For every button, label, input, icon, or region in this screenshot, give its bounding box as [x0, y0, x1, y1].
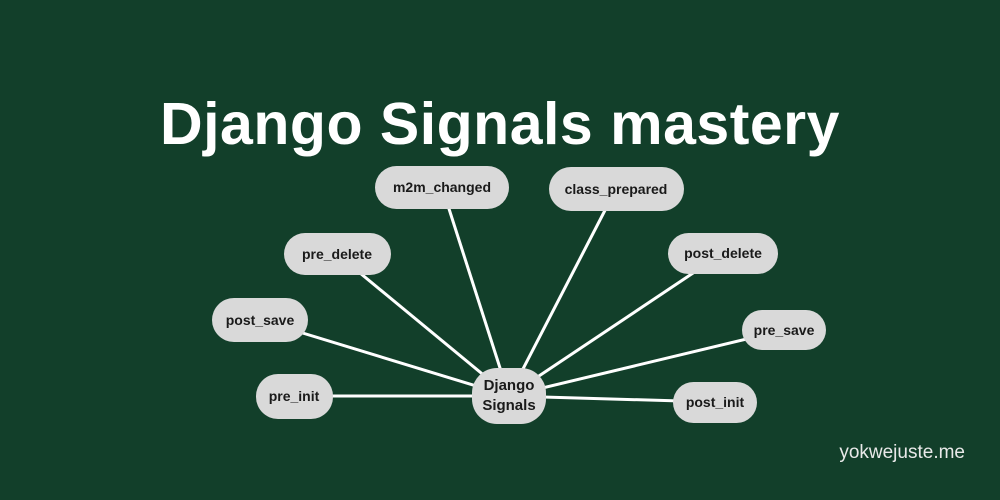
- page-title: Django Signals mastery: [160, 91, 840, 157]
- node-m2m_changed: m2m_changed: [375, 165, 509, 209]
- center-node-django-signals: Django Signals: [472, 368, 546, 424]
- node-class_prepared: class_prepared: [548, 167, 684, 211]
- node-post_init: post_init: [673, 381, 757, 423]
- node-pre_init: pre_init: [255, 373, 333, 419]
- connector-line: [507, 188, 618, 397]
- connector-line: [508, 328, 785, 398]
- connector-line: [336, 252, 510, 398]
- node-pre_delete: pre_delete: [283, 233, 391, 275]
- node-post_save: post_save: [212, 298, 308, 342]
- connector-line: [508, 251, 724, 398]
- node-pre_save: pre_save: [742, 310, 826, 350]
- connector-line: [440, 186, 511, 397]
- watermark-text: yokwejuste.me: [839, 442, 965, 463]
- node-post_delete: post_delete: [668, 232, 778, 274]
